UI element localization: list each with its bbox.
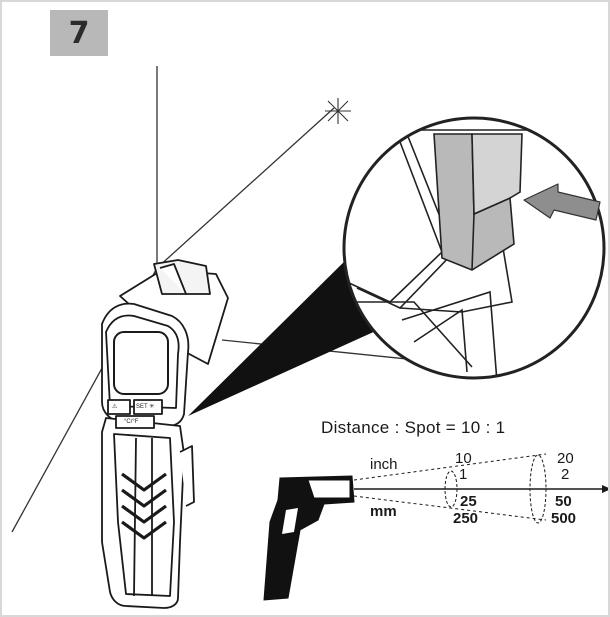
device-button-set-label: SET ✳	[136, 404, 155, 410]
mm-distance-2: 500	[551, 510, 577, 527]
device-button-warning	[107, 399, 131, 415]
device-button-set	[133, 399, 163, 415]
device-button-warning-label: ⚠	[112, 404, 118, 410]
distance-spot-ratio: Distance : Spot = 10 : 1	[321, 418, 506, 437]
device-button-unit	[115, 415, 155, 429]
step-number-badge: 7	[50, 10, 108, 56]
grip-chevrons-icon	[121, 472, 167, 540]
push-arrow-icon	[523, 183, 601, 221]
target-star-icon	[325, 98, 351, 124]
inch-distance-1: 10	[455, 450, 472, 467]
zoom-beam	[188, 252, 400, 416]
mm-distance-1: 250	[453, 510, 479, 527]
thermometer-profile-icon	[263, 475, 355, 601]
mm-label: mm	[370, 503, 397, 520]
device-screen	[113, 331, 169, 395]
inch-distance-2: 20	[557, 450, 574, 467]
step-number: 7	[68, 15, 90, 51]
inch-spot-2: 2	[561, 466, 570, 483]
inch-label: inch	[370, 456, 398, 473]
inch-spot-1: 1	[459, 466, 468, 483]
device-button-unit-label: °C/°F	[124, 419, 139, 425]
mm-spot-2: 50	[555, 493, 572, 510]
distance-spot-diagram	[353, 453, 608, 524]
mm-spot-1: 25	[460, 493, 477, 510]
thermometer-device	[101, 259, 229, 609]
zoom-circle	[342, 116, 606, 380]
